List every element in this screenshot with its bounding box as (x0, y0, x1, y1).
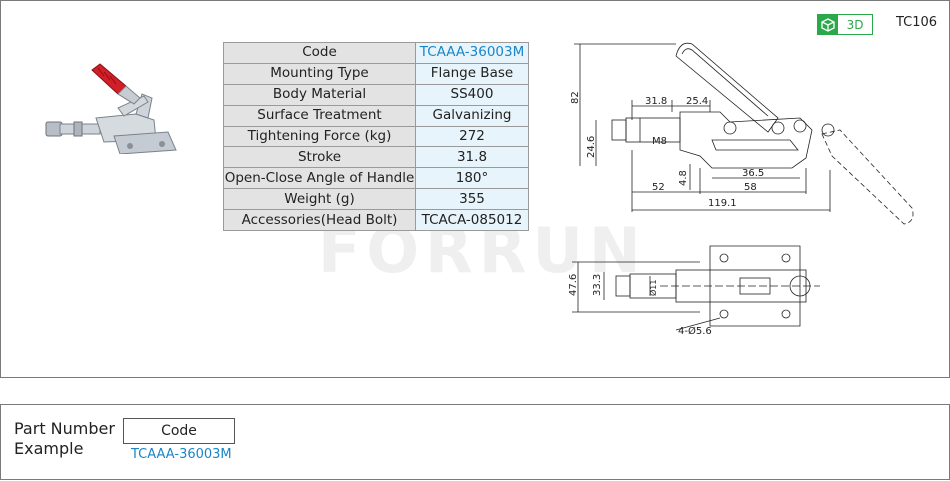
spec-row: Accessories(Head Bolt)TCACA-085012 (223, 209, 529, 232)
spec-key: Mounting Type (223, 62, 416, 85)
dim-119-1: 119.1 (708, 198, 737, 209)
dim-4-8: 4.8 (678, 170, 689, 186)
dim-58: 58 (744, 182, 757, 193)
dim-24-6: 24.6 (586, 136, 597, 158)
spec-key: Body Material (223, 83, 416, 106)
part-number-code-label: Code (123, 418, 235, 444)
spec-key: Tightening Force (kg) (223, 125, 416, 148)
spec-value[interactable]: TCAAA-36003M (415, 42, 529, 64)
dim-52: 52 (652, 182, 665, 193)
spec-value: Galvanizing (415, 104, 529, 127)
3d-label: 3D (846, 17, 864, 32)
spec-value: SS400 (415, 83, 529, 106)
spec-value: 31.8 (415, 146, 529, 169)
spec-key: Code (223, 42, 416, 64)
dim-m8: M8 (652, 136, 667, 147)
spec-key: Accessories(Head Bolt) (223, 209, 416, 232)
dim-33-3: 33.3 (592, 274, 603, 296)
dim-82: 82 (570, 91, 581, 104)
spec-key: Weight (g) (223, 188, 416, 211)
dim-31-8: 31.8 (645, 96, 667, 107)
spec-key: Stroke (223, 146, 416, 169)
part-number-title-line1: Part Number (14, 419, 115, 438)
spec-value: TCACA-085012 (415, 209, 529, 232)
spec-value: 180° (415, 167, 529, 190)
dim-holes: 4-Ø5.6 (678, 325, 712, 337)
dim-47-6: 47.6 (568, 274, 579, 296)
spec-row: Weight (g)355 (223, 188, 529, 211)
technical-drawing: 82 31.8 25.4 M8 24.6 4.8 36.5 52 58 119.… (560, 36, 950, 346)
spec-key: Open-Close Angle of Handle (223, 167, 416, 190)
spec-value: 272 (415, 125, 529, 148)
series-code: TC106 (896, 15, 938, 30)
spec-value: 355 (415, 188, 529, 211)
dim-25-4: 25.4 (686, 96, 708, 107)
spec-key: Surface Treatment (223, 104, 416, 127)
3d-model-button[interactable]: 3D (817, 14, 873, 35)
part-number-code-value[interactable]: TCAAA-36003M (131, 447, 232, 462)
dim-36-5: 36.5 (742, 168, 764, 179)
product-photo (44, 58, 184, 155)
spec-value: Flange Base (415, 62, 529, 85)
part-number-title-line2: Example (14, 439, 84, 458)
cube-icon (818, 15, 838, 34)
spec-row: Tightening Force (kg)272 (223, 125, 529, 148)
part-number-title: Part Number Example (14, 419, 115, 459)
dim-d11: Ø11 (648, 280, 658, 296)
